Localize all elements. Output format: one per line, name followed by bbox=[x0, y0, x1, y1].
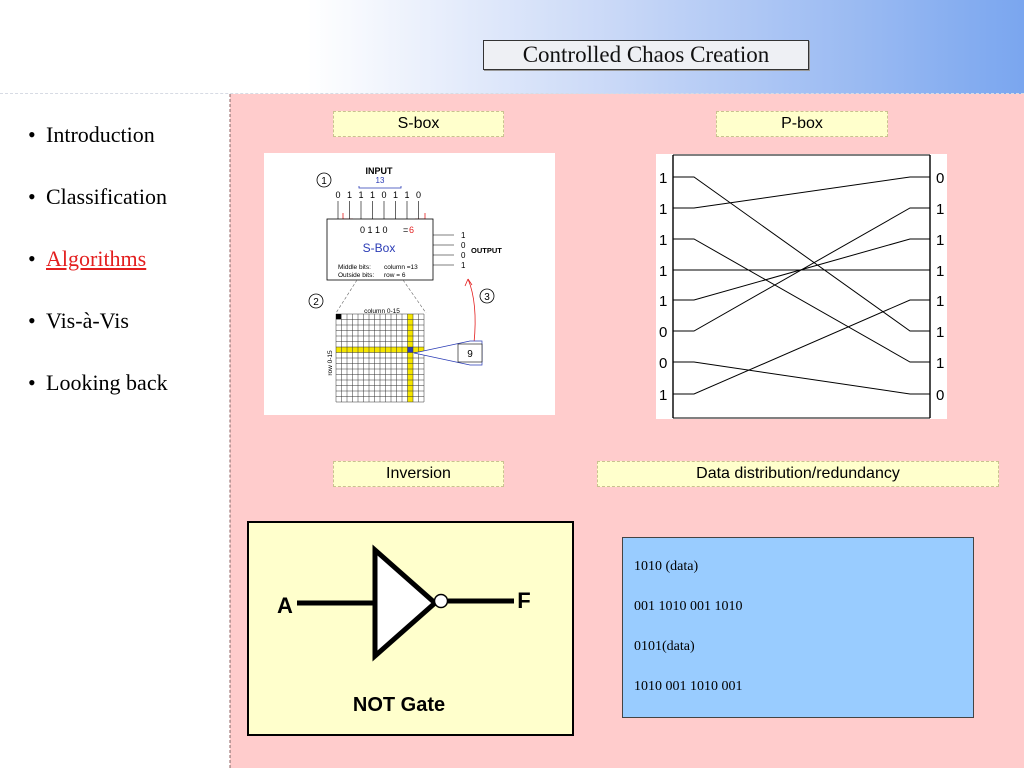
nav-item-introduction[interactable]: •Introduction bbox=[28, 122, 155, 147]
sbox-input-bit: 1 bbox=[393, 190, 398, 200]
sbox-box-label: S-Box bbox=[363, 241, 396, 255]
pbox-right-bit: 1 bbox=[936, 355, 944, 372]
nav-item-vis-a-vis[interactable]: •Vis-à-Vis bbox=[28, 308, 129, 333]
pbox-right-bit: 1 bbox=[936, 293, 944, 310]
pbox-right-bit: 1 bbox=[936, 232, 944, 249]
pbox-left-bit: 1 bbox=[659, 170, 667, 187]
sbox-input-bit: 1 bbox=[404, 190, 409, 200]
slide-title: Controlled Chaos Creation bbox=[483, 40, 809, 70]
pbox-left-bit: 1 bbox=[659, 263, 667, 280]
sidebar-nav: •Introduction •Classification •Algorithm… bbox=[0, 94, 230, 768]
data-distribution-box: 1010 (data) 001 1010 001 1010 0101(data)… bbox=[622, 537, 974, 718]
sbox-column-axis: column 0-15 bbox=[364, 308, 400, 315]
sbox-row-text: row = 6 bbox=[384, 272, 406, 279]
pbox-wire bbox=[673, 176, 930, 209]
sbox-output-bit-2: 0 bbox=[461, 251, 466, 260]
gate-output-label: F bbox=[517, 588, 530, 613]
inversion-label: Inversion bbox=[333, 461, 504, 487]
pbox-left-bit: 1 bbox=[659, 232, 667, 249]
sbox-outside-bits-text: Outside bits: bbox=[338, 272, 374, 279]
sbox-input-bit: 1 bbox=[370, 190, 375, 200]
pbox-label: P-box bbox=[716, 111, 888, 137]
pbox-left-bit: 1 bbox=[659, 201, 667, 218]
pbox-svg: 1 1 1 1 1 0 0 1 0 1 1 1 1 1 1 0 bbox=[659, 154, 944, 419]
pbox-wire bbox=[673, 238, 930, 363]
pbox-right-bits: 0 1 1 1 1 1 1 0 bbox=[936, 170, 944, 404]
gate-caption: NOT Gate bbox=[353, 694, 445, 716]
pbox-left-bit: 0 bbox=[659, 324, 667, 341]
not-gate-svg: A F NOT Gate bbox=[277, 544, 531, 716]
sbox-middle-bits-text: Middle bits: bbox=[338, 264, 371, 271]
sbox-middle-result: 6 bbox=[409, 225, 414, 235]
sbox-row-axis: row 0-15 bbox=[327, 350, 334, 376]
data-line-4: 1010 001 1010 001 bbox=[634, 679, 743, 694]
gate-input-label: A bbox=[277, 593, 293, 618]
sbox-output-bit-1: 0 bbox=[461, 241, 466, 250]
pbox-right-bit: 1 bbox=[936, 263, 944, 280]
data-line-3: 0101(data) bbox=[634, 639, 695, 654]
sbox-label: S-box bbox=[333, 111, 504, 137]
step-marker-2: 2 bbox=[313, 297, 319, 308]
pbox-wire bbox=[673, 176, 930, 332]
sbox-middle-eq: = bbox=[403, 225, 408, 235]
sbox-middle-bits: 0 1 1 0 bbox=[360, 225, 388, 235]
pbox-right-bit: 0 bbox=[936, 170, 944, 187]
sbox-input-bit: 0 bbox=[335, 190, 340, 200]
sbox-column-text: column =13 bbox=[384, 264, 418, 271]
pbox-wire bbox=[673, 361, 930, 395]
pbox-right-bit: 1 bbox=[936, 324, 944, 341]
distribution-label: Data distribution/redundancy bbox=[597, 461, 999, 487]
sbox-input-bit: 1 bbox=[347, 190, 352, 200]
sbox-input-value: 13 bbox=[376, 176, 385, 185]
pbox-right-bit: 1 bbox=[936, 201, 944, 218]
sbox-lookup-grid bbox=[335, 313, 425, 403]
pbox-left-bits: 1 1 1 1 1 0 0 1 bbox=[659, 170, 667, 404]
slide-header: Controlled Chaos Creation bbox=[0, 0, 1024, 94]
nav-item-looking-back[interactable]: •Looking back bbox=[28, 370, 168, 395]
sbox-input-bit: 1 bbox=[358, 190, 363, 200]
pbox-wire bbox=[673, 207, 930, 332]
gate-inversion-bubble bbox=[433, 593, 449, 609]
step-marker-3: 3 bbox=[484, 292, 490, 303]
sbox-input-label: INPUT bbox=[366, 166, 394, 176]
sbox-lookup-value: 9 bbox=[467, 349, 473, 360]
sbox-input-bit: 0 bbox=[381, 190, 386, 200]
pbox-wire bbox=[673, 299, 930, 395]
nav-item-algorithms[interactable]: •Algorithms bbox=[28, 246, 147, 271]
not-gate-diagram: A F NOT Gate bbox=[247, 521, 574, 736]
pbox-left-bit: 1 bbox=[659, 293, 667, 310]
sbox-input-bit: 0 bbox=[416, 190, 421, 200]
pbox-right-bit: 0 bbox=[936, 387, 944, 404]
data-line-1: 1010 (data) bbox=[634, 559, 699, 574]
nav-item-classification[interactable]: •Classification bbox=[28, 184, 167, 209]
pbox-diagram: 1 1 1 1 1 0 0 1 0 1 1 1 1 1 1 0 bbox=[656, 154, 947, 419]
sbox-output-bit-0: 1 bbox=[461, 231, 466, 240]
gate-triangle bbox=[372, 544, 439, 662]
pbox-left-bit: 0 bbox=[659, 355, 667, 372]
data-line-2: 001 1010 001 1010 bbox=[634, 599, 743, 614]
sbox-output-label: OUTPUT bbox=[471, 246, 502, 255]
pbox-left-bit: 1 bbox=[659, 387, 667, 404]
sbox-output-bit-3: 1 bbox=[461, 261, 466, 270]
pbox-wires bbox=[673, 176, 930, 395]
step-marker-1: 1 bbox=[321, 176, 327, 187]
